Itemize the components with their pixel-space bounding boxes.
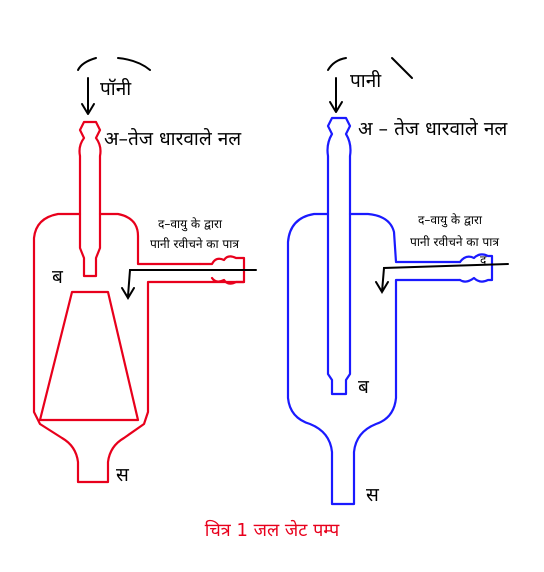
right-water-arc-left: [327, 57, 347, 71]
right-outlet-label: स: [366, 484, 379, 506]
left-chamber-top-right: [98, 212, 202, 266]
right-nozzle-label: अ – तेज धारवाले नल: [358, 118, 508, 140]
left-chamber-body: [32, 212, 246, 484]
right-chamber-top-right: [348, 212, 462, 264]
right-side-arrow: [375, 263, 509, 294]
left-water-arrow: [81, 77, 95, 115]
left-side-label-line1: द–वायु के द्वारा: [158, 217, 222, 231]
right-water-arc-right: [391, 57, 413, 79]
left-nozzle-label: अ–तेज धारवाले नल: [104, 128, 242, 150]
left-water-arc-left: [77, 57, 97, 71]
left-water-label: पॉनी: [100, 78, 132, 100]
right-pump: [286, 57, 494, 506]
left-diffuser-cone: [38, 290, 140, 422]
right-side-pipe: [458, 253, 494, 283]
right-water-label: पानी: [350, 70, 382, 92]
left-nozzle-tube: [78, 120, 102, 278]
right-nozzle-tube: [326, 116, 352, 396]
left-water-arc-right: [117, 57, 151, 71]
right-chamber-body: [286, 212, 462, 506]
left-side-arrow: [121, 269, 257, 300]
right-side-marker: द: [480, 253, 487, 267]
right-side-label-line1: द–वायु के द्वारा: [418, 213, 482, 227]
left-side-pipe: [198, 255, 246, 285]
left-pump: [32, 57, 246, 484]
figure-caption: चित्र 1 जल जेट पम्प: [204, 520, 340, 541]
right-side-label-line2: पानी रवीचने का पात्र: [410, 235, 499, 249]
left-outlet-label: स: [116, 464, 129, 486]
left-chamber-label: ब: [52, 266, 63, 288]
right-chamber-label: ब: [358, 376, 369, 398]
right-water-arrow: [329, 77, 343, 113]
left-side-label-line2: पानी रवीचने का पात्र: [150, 237, 239, 251]
